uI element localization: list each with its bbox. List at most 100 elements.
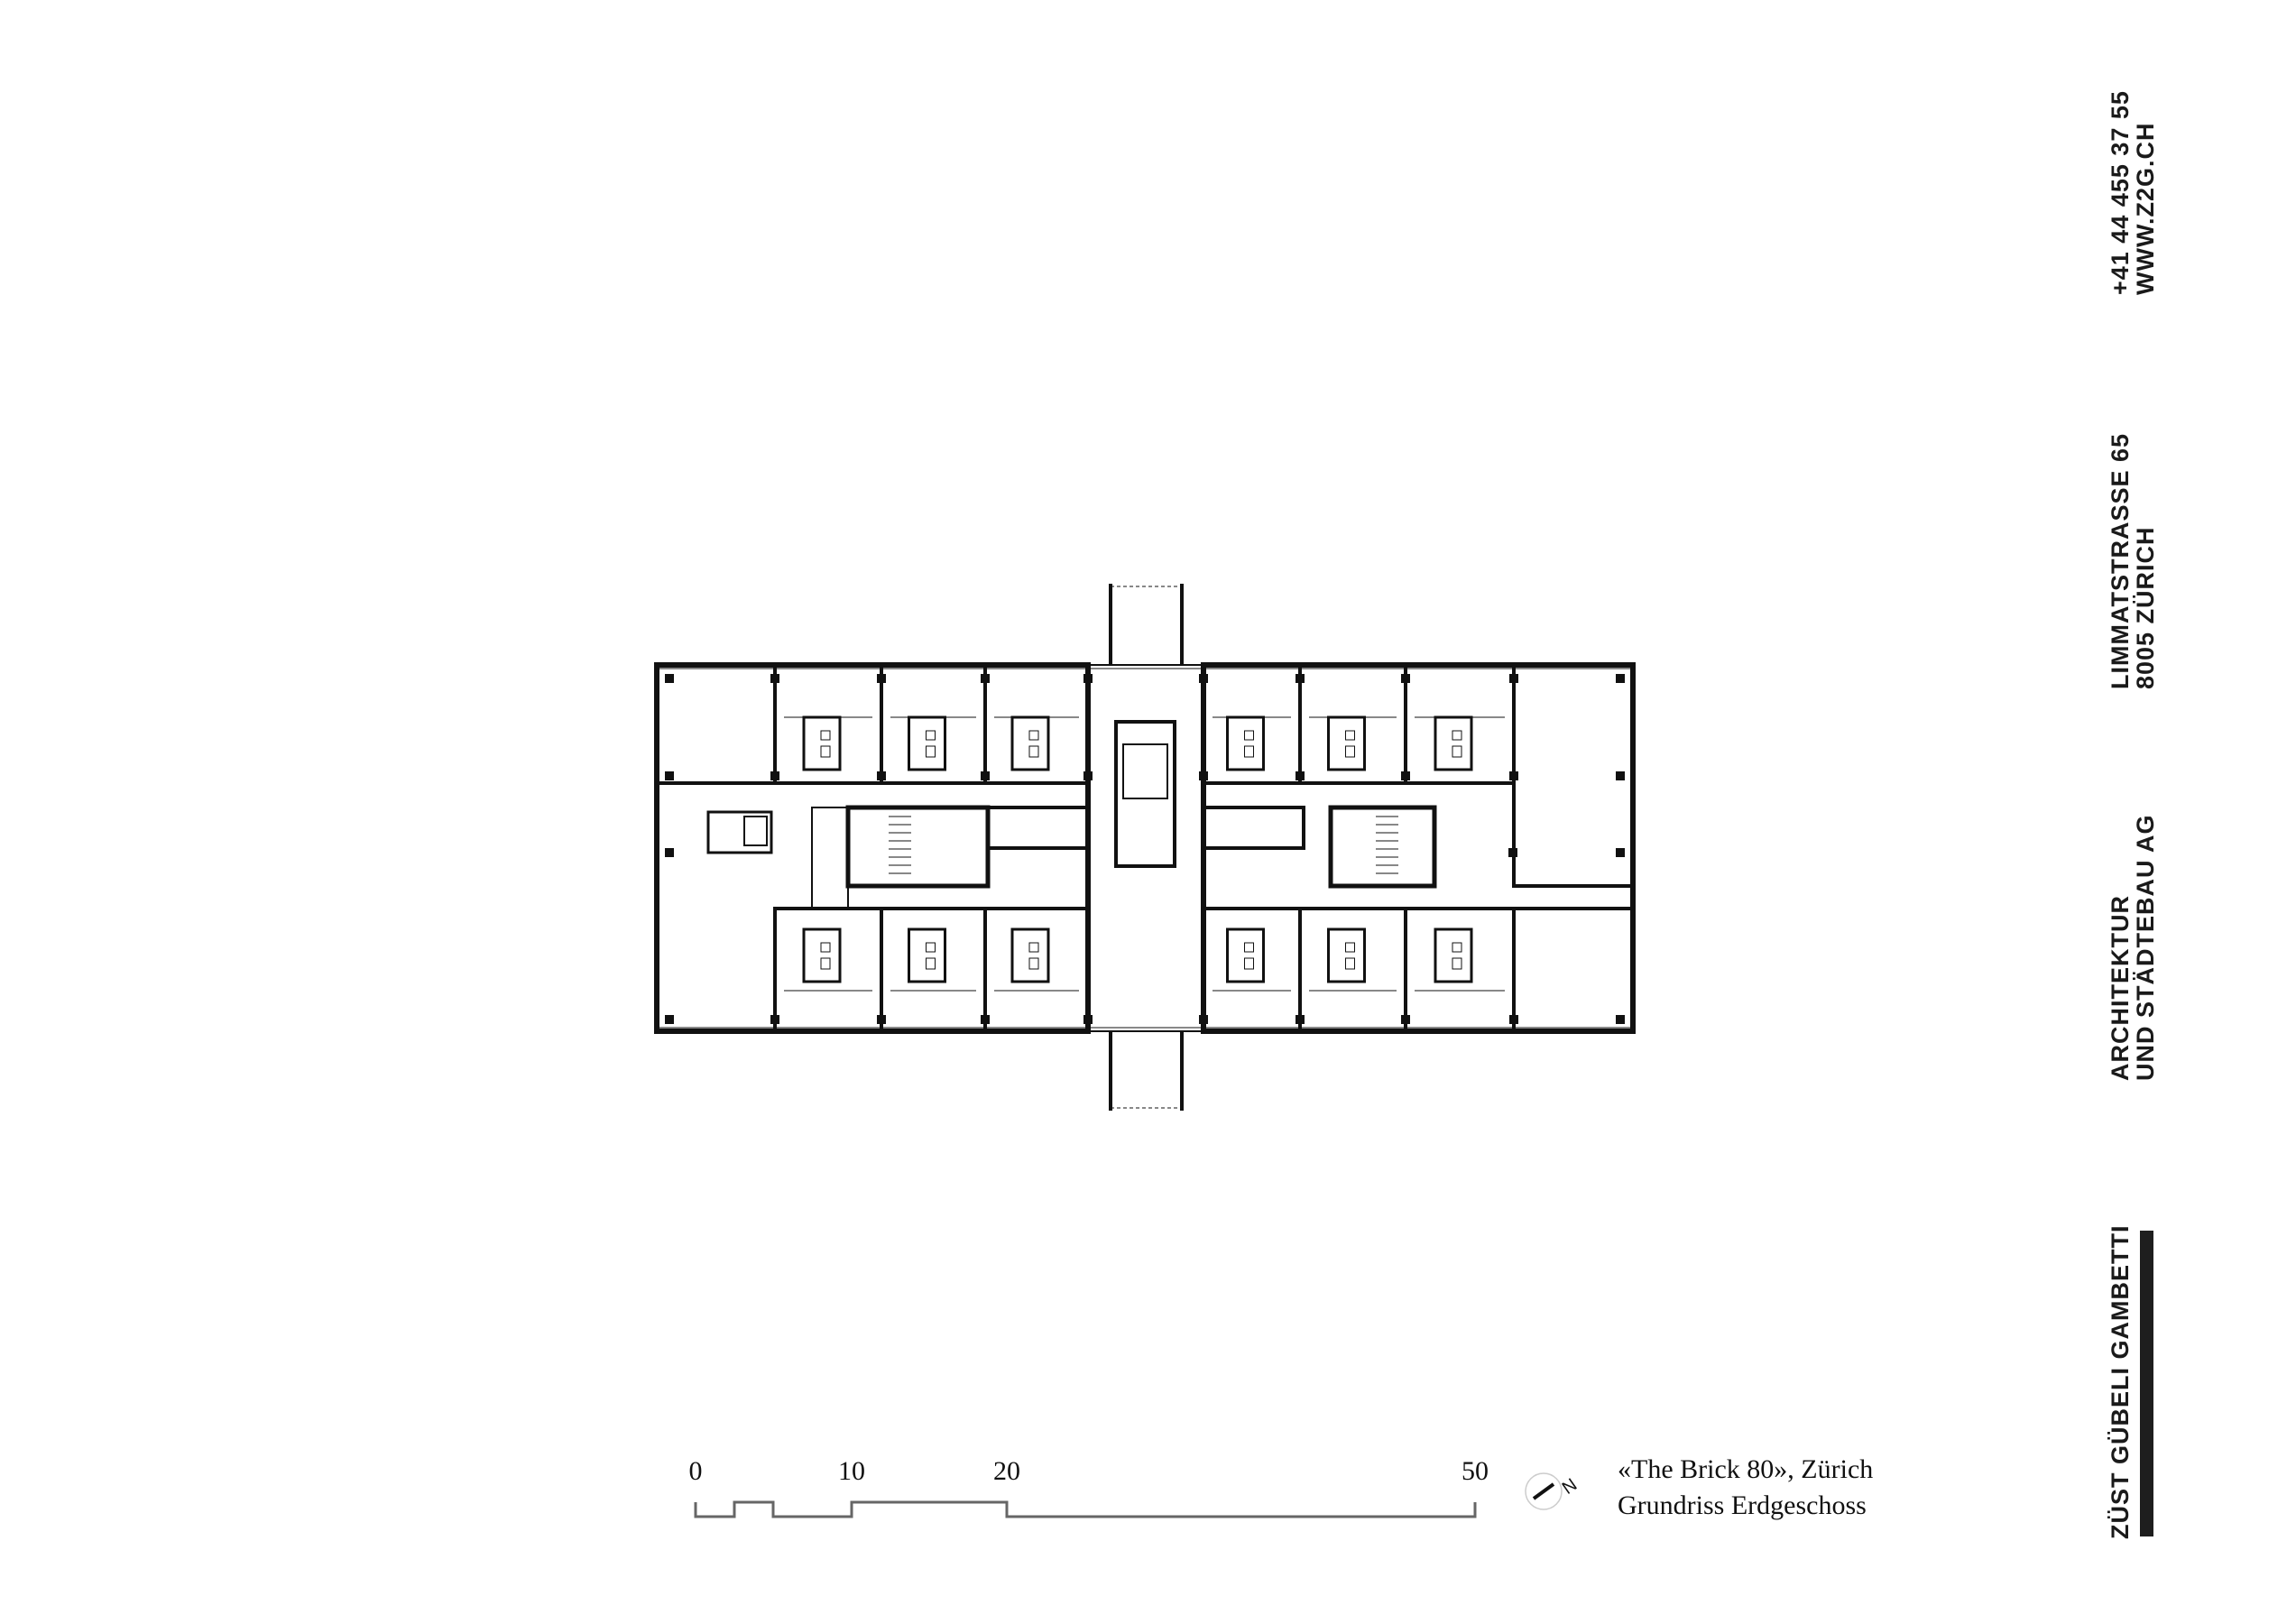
core-stair-west: [845, 805, 991, 889]
apartment-room: [1202, 907, 1302, 1033]
column: [1401, 674, 1410, 683]
column: [1296, 674, 1305, 683]
firm-name: ZÜST GÜBELI GAMBETTI: [2107, 1218, 2134, 1539]
sink-icon: [1452, 942, 1462, 953]
profession-line2: UND STÄDTEBAU AG: [2132, 814, 2159, 1082]
column: [877, 674, 886, 683]
toilet-icon: [1345, 957, 1355, 970]
apartment-room: [773, 907, 883, 1033]
column: [981, 771, 990, 780]
website[interactable]: WWW.Z2G.CH: [2132, 122, 2159, 295]
toilet-icon: [1028, 957, 1039, 970]
column: [1083, 771, 1093, 780]
toilet-icon: [1452, 957, 1462, 970]
column: [665, 674, 674, 683]
column: [665, 771, 674, 780]
apartment-room: [1202, 663, 1302, 785]
toilet-icon: [1345, 745, 1355, 758]
apartment-room: [880, 663, 987, 785]
profession-block: ARCHITEKTUR UND STÄDTEBAU AG: [2107, 812, 2159, 1082]
column: [665, 848, 674, 857]
apartment-room: [983, 663, 1090, 785]
bathroom-pod: [802, 715, 842, 771]
toilet-icon: [820, 745, 831, 758]
toilet-icon: [820, 957, 831, 970]
bathroom-pod: [908, 715, 946, 771]
sink-icon: [1452, 730, 1462, 741]
column: [1296, 771, 1305, 780]
column: [1199, 674, 1208, 683]
address-block: LIMMATSTRASSE 65 8005 ZÜRICH: [2107, 431, 2159, 689]
column: [1616, 848, 1625, 857]
sink-icon: [926, 730, 936, 741]
scale-bar: [694, 1500, 1477, 1518]
column: [665, 1015, 674, 1024]
column: [877, 771, 886, 780]
core-service-west: [986, 806, 1090, 850]
svg-text:N: N: [1559, 1475, 1581, 1499]
toilet-icon: [926, 745, 936, 758]
corner-room-ne: [1512, 665, 1633, 888]
core-stair-east: [1328, 805, 1437, 889]
sink-icon: [1244, 942, 1254, 953]
corner-room-nw: [655, 663, 777, 785]
apartment-room: [1404, 663, 1516, 785]
column: [1509, 771, 1518, 780]
column: [1296, 1015, 1305, 1024]
scale-label-50: 50: [1462, 1456, 1489, 1486]
column: [1508, 848, 1517, 857]
bridge-north: [1109, 584, 1184, 665]
bridge-south: [1109, 1031, 1184, 1111]
caption-subtitle: Grundriss Erdgeschoss: [1618, 1490, 1867, 1520]
column: [1509, 674, 1518, 683]
toilet-icon: [926, 957, 936, 970]
firm-bar: [2140, 1231, 2153, 1536]
apartment-room: [1404, 907, 1516, 1033]
profession-line1: ARCHITEKTUR: [2107, 895, 2134, 1081]
bathroom-pod: [1010, 715, 1050, 771]
caption-title: «The Brick 80», Zürich: [1618, 1454, 1874, 1484]
scale-bar-line: [694, 1500, 1477, 1518]
column: [1616, 1015, 1625, 1024]
elevator-core: [1114, 720, 1176, 868]
sink-icon: [1028, 942, 1039, 953]
bathroom-pod: [1327, 927, 1366, 983]
toilet-icon: [1244, 745, 1254, 758]
sink-icon: [1345, 730, 1355, 741]
hall-wall: [1085, 665, 1206, 1031]
toilet-icon: [1028, 745, 1039, 758]
core-service-east: [1202, 806, 1305, 850]
sink-icon: [1028, 730, 1039, 741]
stair-west: [706, 810, 773, 854]
phone-number: +41 44 455 37 55: [2107, 90, 2134, 295]
column: [981, 1015, 990, 1024]
column: [1401, 771, 1410, 780]
sink-icon: [1345, 942, 1355, 953]
column: [1616, 771, 1625, 780]
apartment-room: [1298, 907, 1407, 1033]
column: [1509, 1015, 1518, 1024]
firm-name-text: ZÜST GÜBELI GAMBETTI: [2107, 1224, 2134, 1539]
shaft-west: [811, 807, 849, 909]
sink-icon: [1244, 730, 1254, 741]
sink-icon: [820, 942, 831, 953]
column: [1401, 1015, 1410, 1024]
column: [770, 674, 779, 683]
column: [981, 674, 990, 683]
scale-label-20: 20: [993, 1456, 1020, 1486]
bathroom-pod: [1434, 715, 1473, 771]
sink-icon: [820, 730, 831, 741]
bathroom-pod: [908, 927, 946, 983]
bathroom-pod: [1434, 927, 1473, 983]
scale-label-0: 0: [688, 1456, 703, 1486]
bathroom-pod: [1327, 715, 1366, 771]
bathroom-pod: [1226, 927, 1265, 983]
column: [770, 1015, 779, 1024]
bathroom-pod: [802, 927, 842, 983]
column: [1199, 771, 1208, 780]
column: [877, 1015, 886, 1024]
street: LIMMATSTRASSE 65: [2107, 432, 2134, 689]
sink-icon: [926, 942, 936, 953]
toilet-icon: [1244, 957, 1254, 970]
